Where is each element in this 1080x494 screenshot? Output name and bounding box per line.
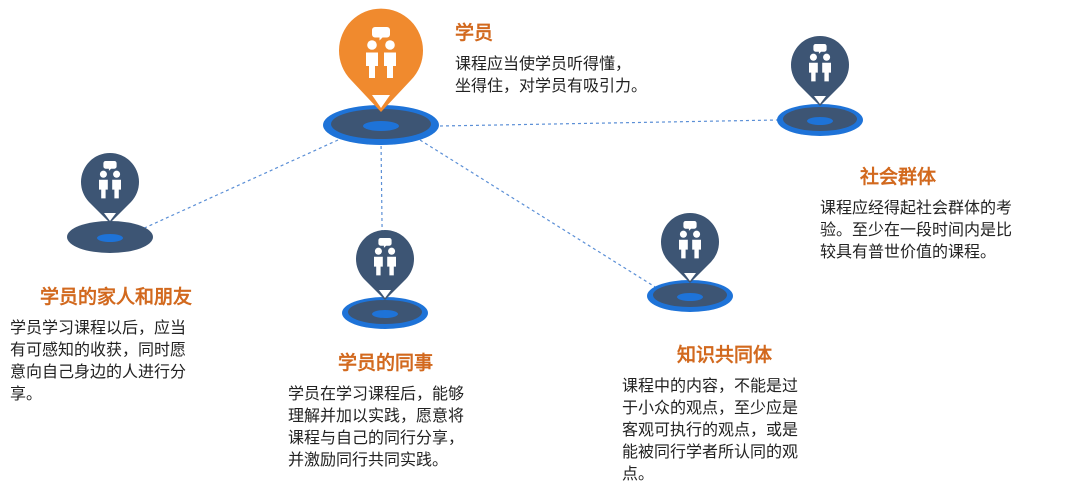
connector-student-society xyxy=(439,119,779,127)
node-peer: 学员的同事 学员在学习课程后，能够 理解并加以实践，愿意将 课程与自己的同行分享… xyxy=(288,348,518,471)
connector-lines xyxy=(139,119,779,306)
node-society: 社会群体 课程应经得起社会群体的考 验。至少在一段时间内是比 较具有普世价值的课… xyxy=(820,162,1070,263)
node-family: 学员的家人和朋友 学员学习课程以后，应当 有可感知的收获，同时愿 意向自己身边的… xyxy=(10,282,240,405)
connector-student-family xyxy=(139,139,339,231)
node-title-peer: 学员的同事 xyxy=(338,352,434,374)
connector-student-community xyxy=(419,139,661,291)
node-desc-community: 课程中的内容，不能是过 于小众的观点，至少应是 客观可执行的观点，或是 能被同行… xyxy=(622,376,799,483)
node-marker-family xyxy=(67,152,153,253)
node-title-society: 社会群体 xyxy=(860,166,937,188)
node-student: 学员 课程应当使学员听得懂， 坐得住，对学员有吸引力。 xyxy=(455,18,695,97)
node-title-community: 知识共同体 xyxy=(677,344,773,366)
node-marker-student xyxy=(323,8,439,145)
node-desc-student: 课程应当使学员听得懂， 坐得住，对学员有吸引力。 xyxy=(455,54,648,95)
node-marker-society xyxy=(777,36,863,136)
node-title-student: 学员 xyxy=(455,22,494,44)
node-community: 知识共同体 课程中的内容，不能是过 于小众的观点，至少应是 客观可执行的观点，或… xyxy=(622,340,847,485)
node-marker-peer xyxy=(342,229,428,329)
node-desc-society: 课程应经得起社会群体的考 验。至少在一段时间内是比 较具有普世价值的课程。 xyxy=(820,198,1013,261)
node-desc-family: 学员学习课程以后，应当 有可感知的收获，同时愿 意向自己身边的人进行分 享。 xyxy=(10,318,187,403)
node-title-family: 学员的家人和朋友 xyxy=(40,286,193,308)
node-marker-community xyxy=(647,212,733,312)
node-desc-peer: 学员在学习课程后，能够 理解并加以实践，愿意将 课程与自己的同行分享， 并激励同… xyxy=(288,384,465,469)
